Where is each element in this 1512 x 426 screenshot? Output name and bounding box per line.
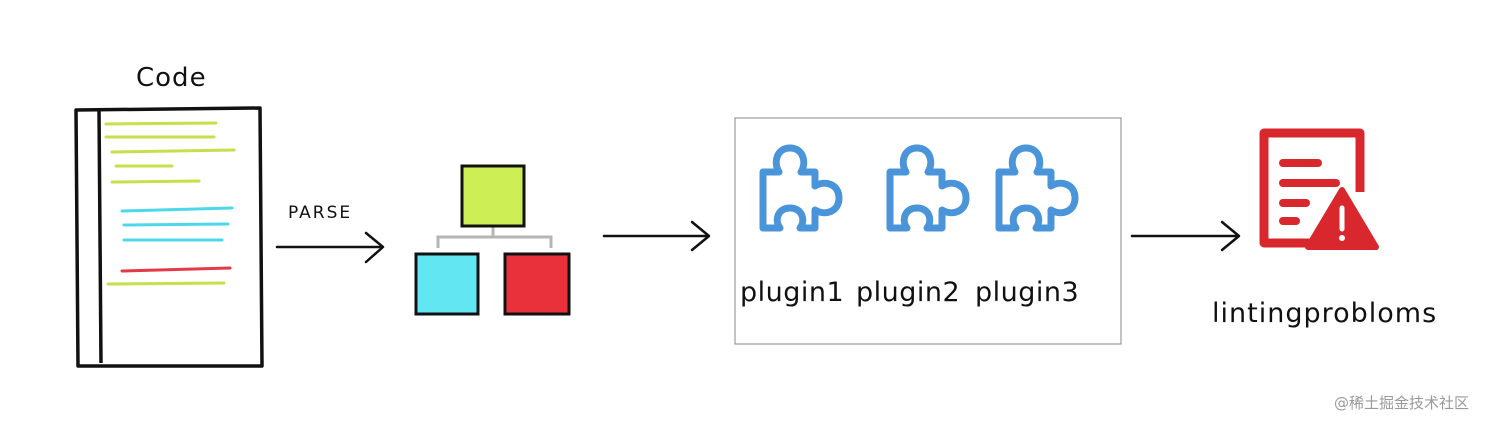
ast-left-node [414, 252, 480, 316]
ast-root-node [460, 164, 526, 228]
plugin-label: plugin3 [975, 277, 1079, 308]
code-line-cyan [122, 222, 230, 227]
warning-document-icon [1259, 128, 1379, 250]
ast-tree [414, 164, 571, 316]
code-lines [104, 121, 236, 286]
code-line-green [110, 179, 201, 184]
code-line-green [104, 121, 218, 126]
code-document: Code [74, 63, 264, 368]
code-line-red [120, 266, 232, 273]
code-line-green [106, 281, 226, 286]
watermark: @稀土掘金技术社区 [1334, 394, 1469, 412]
parse-label: PARSE [288, 203, 352, 223]
plugins-box: plugin1 plugin2 plugin3 [734, 117, 1122, 345]
code-label: Code [136, 63, 207, 93]
code-line-cyan [120, 206, 234, 213]
arrow-to-result [1130, 220, 1241, 252]
ast-right-node [503, 252, 571, 316]
plugin-label: plugin1 [740, 277, 844, 308]
arrow-to-plugins [602, 220, 711, 252]
parse-arrow: PARSE [275, 203, 385, 264]
plugin-label: plugin2 [856, 277, 960, 308]
result-label: lintingprobloms [1212, 298, 1437, 329]
code-line-green [110, 148, 236, 154]
